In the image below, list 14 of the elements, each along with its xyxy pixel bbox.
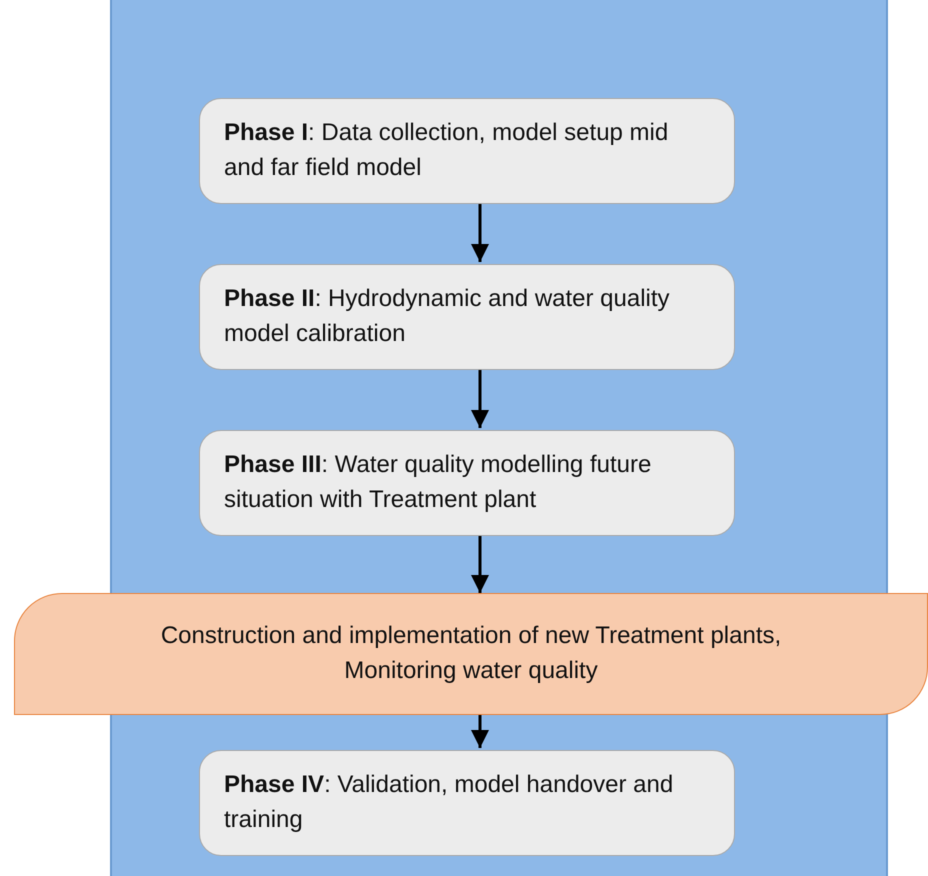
arrow xyxy=(471,368,489,428)
arrow xyxy=(471,202,489,262)
process-box xyxy=(199,98,735,204)
box-text: Phase II: Hydrodynamic and water quality model calibration xyxy=(224,284,671,349)
box-text: Phase I: Data collection, model setup mid and far field model xyxy=(224,118,670,183)
arrow xyxy=(471,715,489,748)
box-text: Construction and implementation of new Treatment plants, Monitoring water quality xyxy=(160,621,782,686)
box-text: Phase IV: Validation, model handover and training xyxy=(224,770,674,835)
process-box xyxy=(199,430,735,536)
arrow xyxy=(471,534,489,593)
box-text: Phase III: Water quality modelling future situation with Treatment plant xyxy=(224,450,652,515)
process-box xyxy=(199,750,735,856)
process-banner xyxy=(14,593,928,715)
process-box xyxy=(199,264,735,370)
